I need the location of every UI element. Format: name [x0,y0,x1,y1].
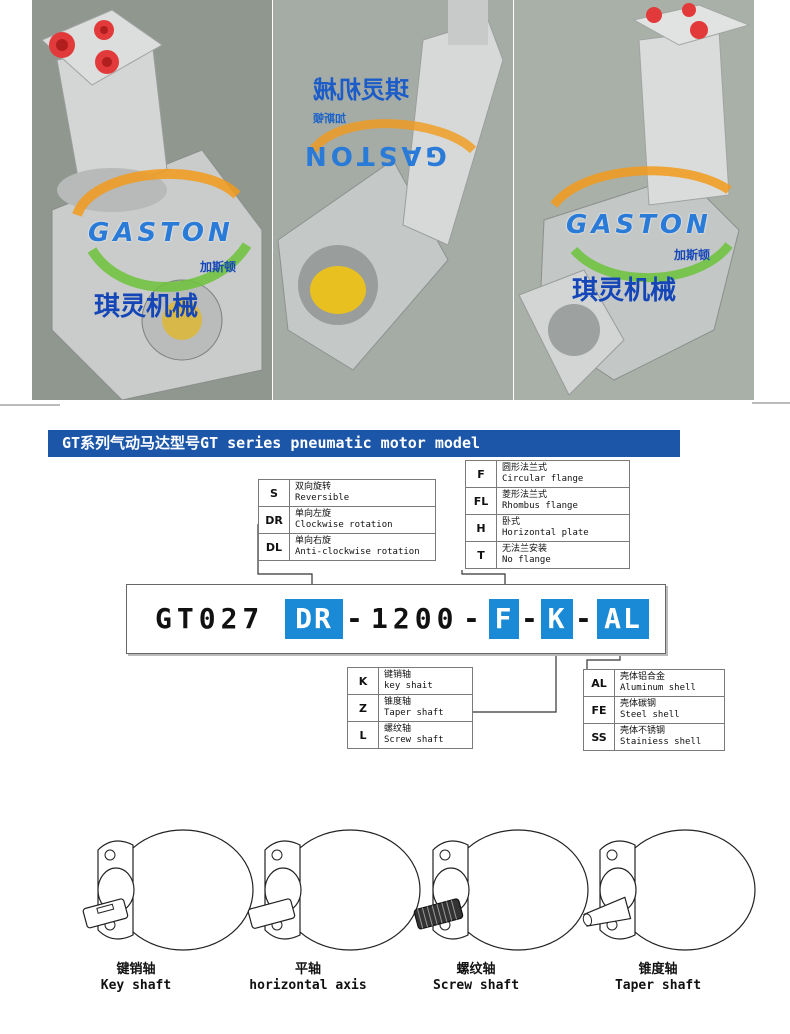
option-en: Circular flange [502,474,584,484]
option-cn: 菱形法兰式 [502,490,548,500]
shaft-caption-en: horizontal axis [249,978,367,993]
option-code: Z [348,695,379,721]
option-code: K [348,668,379,694]
option-cn: 锥度轴 [384,697,412,707]
watermark-logo: GASTON [88,218,234,248]
model-rotation-code: DR [285,599,343,639]
option-en: key shait [384,681,433,691]
shaft-caption-screw: 螺纹轴 Screw shaft [396,962,556,994]
option-en: Stainiess shell [620,737,702,747]
model-separator: - [463,602,485,635]
model-separator: - [521,602,543,635]
option-en: Aluminum shell [620,683,696,693]
option-en: Horizontal plate [502,528,589,538]
option-en: Clockwise rotation [295,520,393,530]
shaft-screw-drawing [413,829,589,956]
option-code: FE [584,697,615,723]
option-en: No flange [502,555,551,565]
option-cn: 圆形法兰式 [502,463,548,473]
option-cn: 壳体不锈钢 [620,726,666,736]
option-code: FL [466,488,497,514]
product-photo-2: 琪灵机械 加斯顿 GASTON [273,0,513,400]
shaft-caption-en: Screw shaft [432,978,520,993]
shaft-caption-key: 键销轴 Key shaft [56,962,216,994]
shaft-key-drawing [82,829,254,956]
shaft-illustrations [82,829,756,956]
model-separator: - [575,602,597,635]
shaft-horizontal-drawing [247,829,421,956]
model-mount-code: F [489,599,519,639]
option-cn: 无法兰安装 [502,544,548,554]
shaft-caption-en: Key shaft [100,978,172,993]
watermark-brand-3: 加斯顿 [674,248,711,262]
option-code: F [466,461,497,487]
watermark-logo-mirrored: GASTON [301,140,447,170]
option-en: Steel shell [620,710,680,720]
option-en: Screw shaft [384,735,444,745]
option-cn: 壳体碳钢 [620,699,657,709]
option-code: AL [584,670,615,696]
model-power: 1200 [371,602,459,635]
option-code: SS [584,724,615,750]
option-cn: 螺纹轴 [384,724,412,734]
divider-left [0,404,60,406]
divider-right [752,402,790,404]
option-code: H [466,515,497,541]
option-en: Rhombus flange [502,501,578,511]
product-photo-1: GASTON 加斯顿 琪灵机械 [32,0,272,400]
product-photo-3: GASTON 加斯顿 琪灵机械 [514,0,754,400]
option-code: L [348,722,379,748]
model-code-box: GT027 DR - 1200 - F - K - AL [126,584,666,654]
watermark-brand-mirrored: 加斯顿 [313,112,346,125]
shaft-caption-en: Taper shaft [614,978,702,993]
watermark-company-mirrored: 琪灵机械 [313,76,409,104]
option-cn: 键销轴 [384,670,412,680]
shaft-caption-cn: 螺纹轴 [456,962,496,977]
shaft-caption-cn: 平轴 [294,962,321,977]
watermark-company: 琪灵机械 [94,292,199,322]
model-separator: - [346,602,368,635]
watermark-company-3: 琪灵机械 [572,276,677,306]
section-title: GT系列气动马达型号GT series pneumatic motor mode… [48,430,680,457]
model-prefix: GT027 [155,602,265,635]
option-code: DR [259,507,290,533]
option-cn: 单向右旋 [295,536,332,546]
option-cn: 双向旋转 [295,482,332,492]
shaft-caption-cn: 键销轴 [116,962,156,977]
model-shaft-code: K [541,599,573,639]
option-code: T [466,542,497,568]
model-shell-code: AL [597,599,649,639]
option-en: Reversible [295,493,350,503]
option-code: S [259,480,290,506]
option-cn: 单向左旋 [295,509,332,519]
shaft-caption-taper: 锥度轴 Taper shaft [578,962,738,994]
option-en: Taper shaft [384,708,444,718]
option-cn: 卧式 [502,517,521,527]
option-code: DL [259,534,290,560]
option-en: Anti-clockwise rotation [295,547,420,557]
shaft-caption-horizontal: 平轴 horizontal axis [228,962,388,994]
shaft-caption-cn: 锥度轴 [638,962,678,977]
option-cn: 壳体铝合金 [620,672,666,682]
watermark-brand: 加斯顿 [200,260,237,274]
shaft-taper-drawing [582,829,756,956]
watermark-logo-3: GASTON [566,210,712,240]
